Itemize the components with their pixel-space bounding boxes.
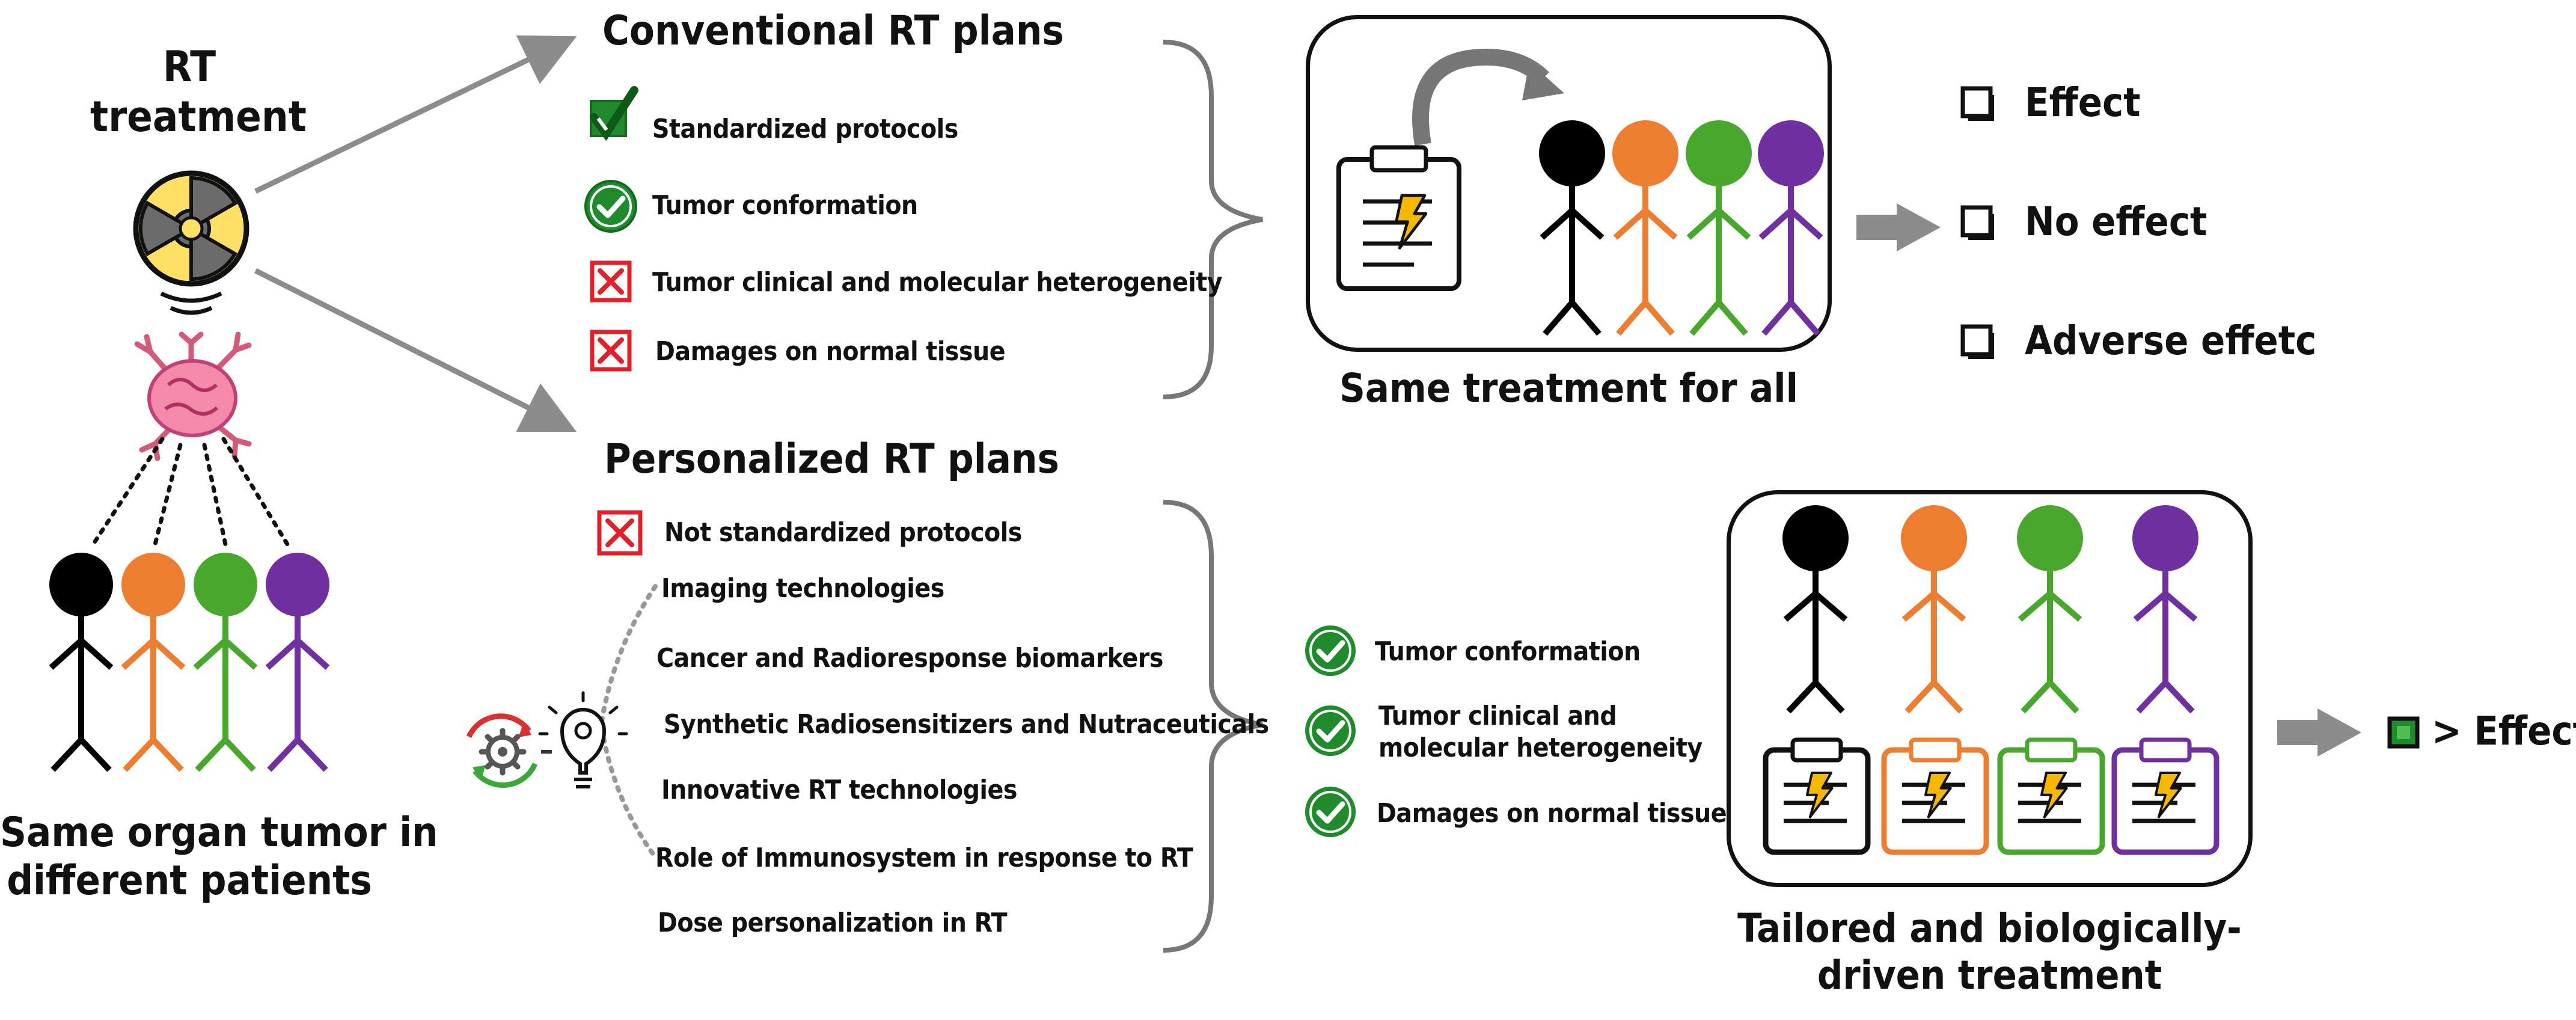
conventional-item: Tumor clinical and molecular heterogenei… [652, 267, 1223, 298]
tumor-icon [134, 331, 252, 461]
tailored-caption-line1: Tailored and biologically- [1737, 905, 2242, 951]
patient-figure [1782, 505, 1849, 714]
benefit-item-line1: Tumor clinical and [1378, 701, 1617, 731]
approaches-connector [598, 584, 658, 859]
patient-figure [1539, 120, 1605, 336]
conventional-treatment-box [1306, 15, 1832, 352]
patients-caption: Same organ tumor in different patients [0, 809, 438, 905]
check-box-icon [590, 86, 638, 141]
patient-figure [1686, 120, 1752, 336]
rt-treatment-title-line1: RT [162, 42, 216, 91]
patient-figure [49, 553, 114, 772]
benefit-item: Damages on normal tissue [1377, 798, 1727, 829]
check-circle-icon [1305, 625, 1356, 676]
tumor-patient-links [91, 437, 290, 547]
conventional-item: Damages on normal tissue [655, 336, 1006, 367]
patient-figure [1901, 505, 1967, 714]
arrow-to-personalized [254, 268, 577, 432]
arrow-right-icon [1856, 203, 1941, 251]
outcome-more-effect: > Effect [2432, 708, 2576, 754]
check-circle-icon [1305, 787, 1356, 837]
approach-item: Synthetic Radiosensitizers and Nutraceut… [664, 709, 1269, 740]
bracket-conventional [1163, 40, 1263, 399]
checkbox-icon [1960, 324, 1994, 359]
cross-box-icon [590, 260, 632, 303]
checkbox-icon [1960, 205, 1994, 240]
personalized-box-graphics [1763, 505, 2220, 855]
clipboard-icon [1881, 737, 1989, 855]
clipboard-icon [1763, 737, 1871, 855]
outcome-effect: Effect [2025, 79, 2141, 126]
patient-figures-left [49, 553, 330, 772]
checkbox-icon [1960, 86, 1994, 121]
benefit-item: Tumor conformation [1375, 636, 1641, 667]
outcome-adverse: Adverse effetc [2025, 318, 2317, 364]
personalized-title: Personalized RT plans [604, 435, 1059, 483]
not-standardized-label: Not standardized protocols [664, 517, 1022, 548]
approach-item: Imaging technologies [661, 573, 944, 604]
benefit-item-line2: molecular heterogeneity [1378, 732, 1703, 763]
approach-item: Dose personalization in RT [658, 908, 1008, 938]
arrow-right-icon [2277, 708, 2361, 757]
clipboard-icon [1336, 145, 1461, 291]
patient-figure [121, 553, 186, 772]
tailored-caption: Tailored and biologically- driven treatm… [1727, 905, 2253, 999]
patient-figure [2017, 505, 2083, 714]
patient-figure [1758, 120, 1824, 336]
approach-item: Role of Immunosystem in response to RT [655, 843, 1193, 873]
patient-figure [1612, 120, 1678, 336]
lightbulb-icon [538, 691, 628, 788]
patient-figure [193, 553, 258, 772]
arrow-to-conventional [254, 35, 577, 194]
gear-cycle-icon [466, 713, 552, 788]
radiation-icon [133, 170, 249, 315]
patients-caption-line2: different patients [7, 857, 372, 905]
checked-box-icon [2387, 716, 2420, 749]
check-circle-icon [1305, 705, 1356, 756]
approach-item: Cancer and Radioresponse biomarkers [656, 643, 1163, 674]
conventional-item: Tumor conformation [652, 190, 918, 221]
outcome-no-effect: No effect [2025, 198, 2207, 245]
bracket-personalized [1163, 500, 1263, 953]
clipboard-icon [1997, 737, 2105, 855]
check-circle-icon [584, 180, 637, 233]
clipboard-icon [2111, 737, 2220, 855]
conventional-title: Conventional RT plans [602, 7, 1064, 55]
same-treatment-caption: Same treatment for all [1339, 365, 1798, 411]
rt-treatment-title: RT treatment [90, 42, 307, 141]
cross-box-icon [590, 330, 632, 372]
conventional-box-graphics [1336, 48, 1824, 336]
benefit-item: Tumor clinical and molecular heterogenei… [1378, 701, 1703, 764]
patient-figure [265, 553, 330, 772]
cross-box-icon [597, 510, 643, 556]
personalized-treatment-box [1727, 490, 2253, 887]
patients-caption-line1: Same organ tumor in [0, 809, 438, 856]
rt-treatment-title-line2: treatment [90, 91, 307, 141]
conventional-item: Standardized protocols [652, 114, 958, 144]
approach-item: Innovative RT technologies [661, 775, 1017, 805]
patient-figure [2132, 505, 2198, 714]
curved-arrow-icon [1412, 48, 1549, 146]
tailored-caption-line2: driven treatment [1817, 951, 2162, 998]
